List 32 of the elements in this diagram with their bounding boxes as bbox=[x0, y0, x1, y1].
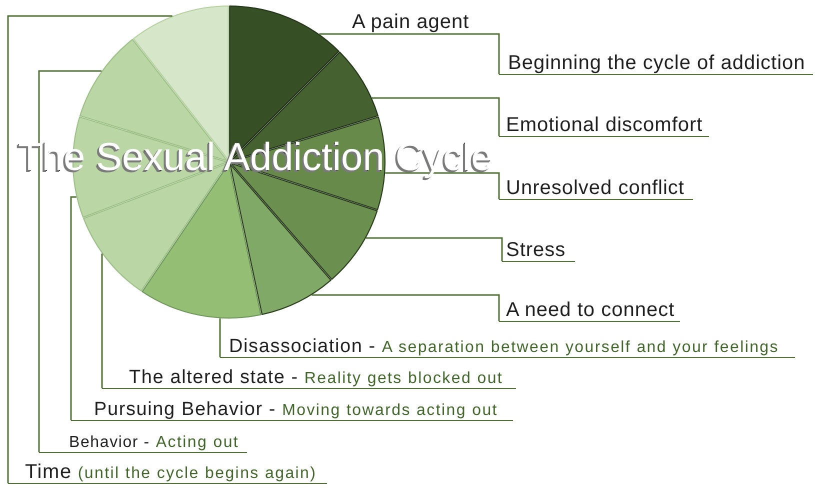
leader-line bbox=[70, 196, 76, 420]
stage-name: Unresolved conflict bbox=[506, 178, 684, 199]
stage-name: Emotional discomfort bbox=[506, 115, 703, 136]
stage-description: Acting out bbox=[156, 435, 240, 452]
stage-description: (until the cycle begins again) bbox=[78, 466, 317, 483]
stage-label bbox=[39, 435, 247, 453]
stage-name: Disassociation - bbox=[229, 337, 376, 357]
leader-line bbox=[385, 172, 500, 200]
stage-label bbox=[502, 240, 575, 262]
stage-name: Time bbox=[25, 462, 72, 483]
leader-line bbox=[312, 294, 500, 322]
leader-line bbox=[366, 237, 503, 262]
leader-line bbox=[372, 97, 500, 136]
stage-name: Behavior - bbox=[69, 435, 150, 452]
leader-line bbox=[38, 70, 102, 452]
stage-description: Moving towards acting out bbox=[282, 403, 498, 420]
stage-description: A separation between yourself and your feelings bbox=[382, 340, 779, 357]
stage-description: Reality gets blocked out bbox=[304, 371, 504, 388]
stage-label bbox=[71, 400, 513, 421]
stage-label bbox=[8, 462, 327, 484]
stage-label bbox=[102, 368, 516, 389]
stage-name: The altered state - bbox=[129, 368, 298, 388]
stage-name: Stress bbox=[506, 240, 566, 261]
leader-line bbox=[319, 33, 500, 74]
stage-name: Beginning the cycle of addiction bbox=[508, 53, 806, 74]
leader-line bbox=[219, 318, 221, 358]
stage-name: A need to connect bbox=[506, 300, 675, 321]
stage-label bbox=[220, 337, 795, 358]
stage-name: Pursuing Behavior - bbox=[94, 400, 276, 420]
leader-line bbox=[7, 15, 172, 484]
leader-line bbox=[101, 252, 103, 388]
edge-label: A pain agent bbox=[352, 12, 470, 32]
